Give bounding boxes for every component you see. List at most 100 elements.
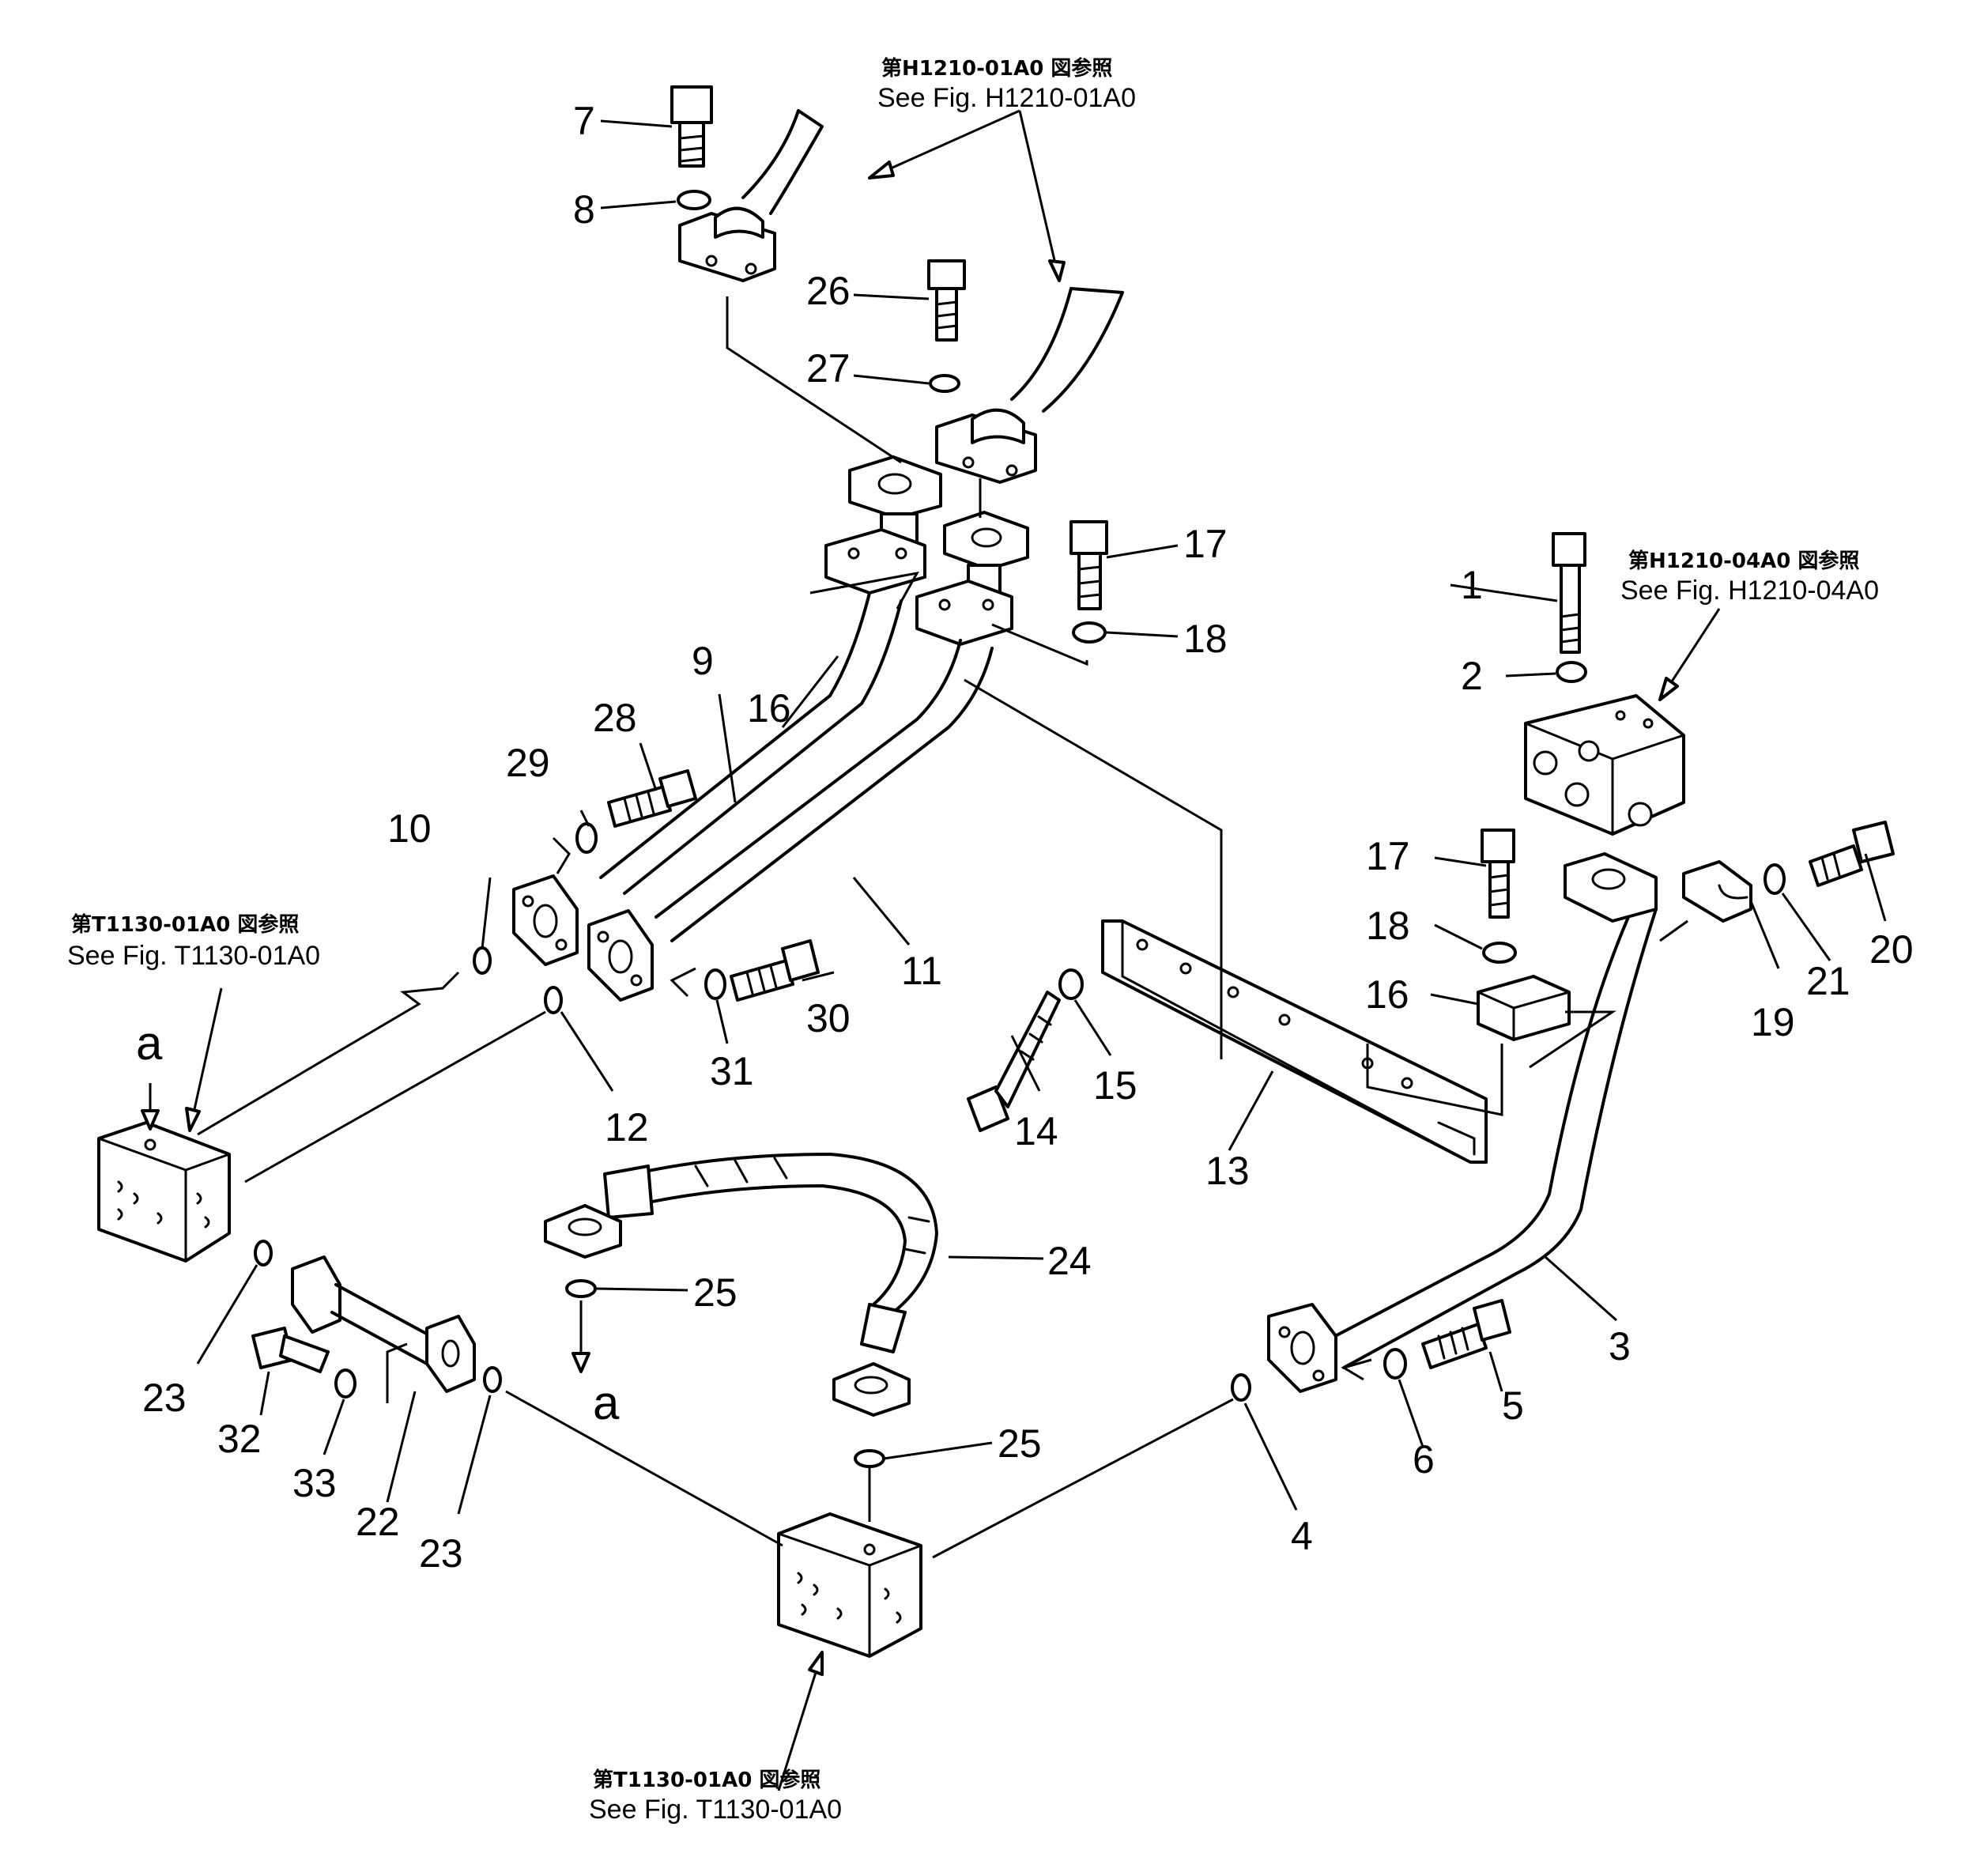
callout-30: 30 — [806, 996, 851, 1040]
callout-15: 15 — [1093, 1063, 1137, 1108]
washer-21 — [1764, 863, 1786, 895]
assembly-lines — [197, 296, 1688, 1559]
callout-18-lower: 18 — [1366, 904, 1410, 948]
callout-28: 28 — [593, 696, 637, 740]
callout-23-right: 23 — [419, 1531, 463, 1576]
callout-31: 31 — [710, 1049, 754, 1093]
callout-16-upper: 16 — [747, 686, 791, 730]
callout-2: 2 — [1461, 654, 1483, 698]
reference-left-jp: 第T1130-01A0 図参照 — [71, 912, 299, 937]
connection-mark-lower: a — [593, 1376, 620, 1429]
pipe-3 — [1267, 852, 1658, 1393]
callout-10: 10 — [387, 806, 432, 851]
callout-13: 13 — [1205, 1149, 1250, 1193]
callout-27: 27 — [806, 346, 851, 391]
callout-17-upper: 17 — [1183, 522, 1228, 566]
reference-bottom-jp: 第T1130-01A0 図参照 — [593, 1768, 820, 1792]
washer-27 — [929, 374, 960, 393]
o-ring-4 — [1231, 1373, 1251, 1402]
callout-22: 22 — [356, 1500, 400, 1544]
clamp-bar-13 — [1101, 919, 1488, 1164]
bolt-17-lower — [1481, 829, 1515, 919]
callout-23-left: 23 — [142, 1376, 187, 1420]
bolt-20 — [1809, 821, 1895, 887]
bolt-17-upper — [1069, 520, 1108, 610]
washer-31 — [704, 968, 726, 1000]
washer-6 — [1383, 1348, 1407, 1380]
bolt-26 — [927, 259, 966, 342]
reference-arrows — [141, 109, 1721, 1791]
callout-25-upper: 25 — [693, 1270, 737, 1315]
callout-9: 9 — [692, 639, 714, 683]
callout-6: 6 — [1413, 1437, 1435, 1482]
flange-pipe-22 — [291, 1255, 476, 1393]
callout-7: 7 — [573, 99, 595, 143]
reference-note-top: 第H1210-01A0 図参照 See Fig. H1210-01A0 — [877, 56, 1136, 113]
callout-19: 19 — [1751, 1000, 1795, 1044]
bolt-14 — [967, 991, 1061, 1132]
o-ring-12 — [544, 986, 563, 1014]
reference-top-jp: 第H1210-01A0 図参照 — [881, 56, 1112, 81]
callout-1: 1 — [1461, 563, 1483, 607]
o-ring-23-right — [483, 1366, 502, 1393]
callout-12: 12 — [605, 1105, 649, 1149]
bolt-28 — [607, 769, 697, 828]
o-ring-25-upper — [565, 1279, 597, 1298]
block-16-lower — [1477, 975, 1571, 1041]
washer-18-upper — [1072, 621, 1107, 644]
block-19 — [1682, 860, 1752, 923]
o-ring-23-left — [254, 1240, 273, 1266]
callout-33: 33 — [292, 1461, 337, 1505]
valve-block-left — [97, 1121, 231, 1263]
upper-right-hose-end — [935, 287, 1124, 484]
washer-29 — [575, 822, 598, 854]
callout-26: 26 — [806, 269, 851, 313]
callout-11: 11 — [901, 949, 942, 993]
washer-33 — [334, 1368, 356, 1399]
bolt-1 — [1552, 532, 1586, 654]
callout-4: 4 — [1291, 1514, 1313, 1558]
callout-29: 29 — [506, 741, 550, 785]
upper-left-hose-end — [678, 109, 824, 282]
bolt-7 — [670, 85, 713, 168]
callout-8: 8 — [573, 187, 595, 232]
callout-25-lower: 25 — [998, 1421, 1042, 1466]
callout-32: 32 — [217, 1417, 262, 1461]
callout-5: 5 — [1502, 1383, 1524, 1428]
pipe-11 — [587, 639, 994, 1002]
reference-left-en: See Fig. T1130-01A0 — [67, 941, 320, 971]
flange-adapter-left — [824, 455, 942, 595]
o-ring-10 — [473, 946, 492, 975]
callout-leaders — [196, 119, 1887, 1515]
reference-note-bottom: 第T1130-01A0 図参照 See Fig. T1130-01A0 — [589, 1768, 842, 1825]
flange-adapter-right — [915, 511, 1029, 646]
reference-right-jp: 第H1210-04A0 図参照 — [1628, 549, 1859, 573]
callout-21: 21 — [1806, 959, 1850, 1003]
bolt-32 — [251, 1327, 330, 1373]
washer-18-lower — [1482, 942, 1517, 964]
control-valve — [1524, 694, 1685, 836]
callout-labels: 1 2 3 4 5 6 7 8 9 10 11 12 13 14 15 16 1… — [142, 99, 1914, 1576]
o-ring-25-lower — [854, 1449, 885, 1468]
washer-15 — [1058, 968, 1084, 1000]
callout-3: 3 — [1609, 1324, 1631, 1368]
reference-note-left: 第T1130-01A0 図参照 See Fig. T1130-01A0 — [67, 912, 320, 971]
washer-2 — [1556, 661, 1587, 683]
hose-24 — [544, 1153, 938, 1417]
connection-mark-upper: a — [136, 1017, 163, 1070]
callout-20: 20 — [1869, 927, 1914, 972]
callout-24: 24 — [1047, 1239, 1092, 1283]
valve-block-lower — [777, 1512, 922, 1658]
callout-17-lower: 17 — [1366, 834, 1410, 878]
callout-18-upper: 18 — [1183, 617, 1228, 661]
reference-top-en: See Fig. H1210-01A0 — [877, 83, 1136, 113]
bolt-5 — [1421, 1299, 1511, 1369]
reference-right-en: See Fig. H1210-04A0 — [1620, 576, 1879, 606]
callout-16-lower: 16 — [1365, 972, 1409, 1017]
reference-note-right: 第H1210-04A0 図参照 See Fig. H1210-04A0 — [1620, 549, 1879, 606]
callout-14: 14 — [1014, 1109, 1058, 1153]
bolt-30 — [730, 939, 820, 1002]
reference-bottom-en: See Fig. T1130-01A0 — [589, 1795, 842, 1825]
